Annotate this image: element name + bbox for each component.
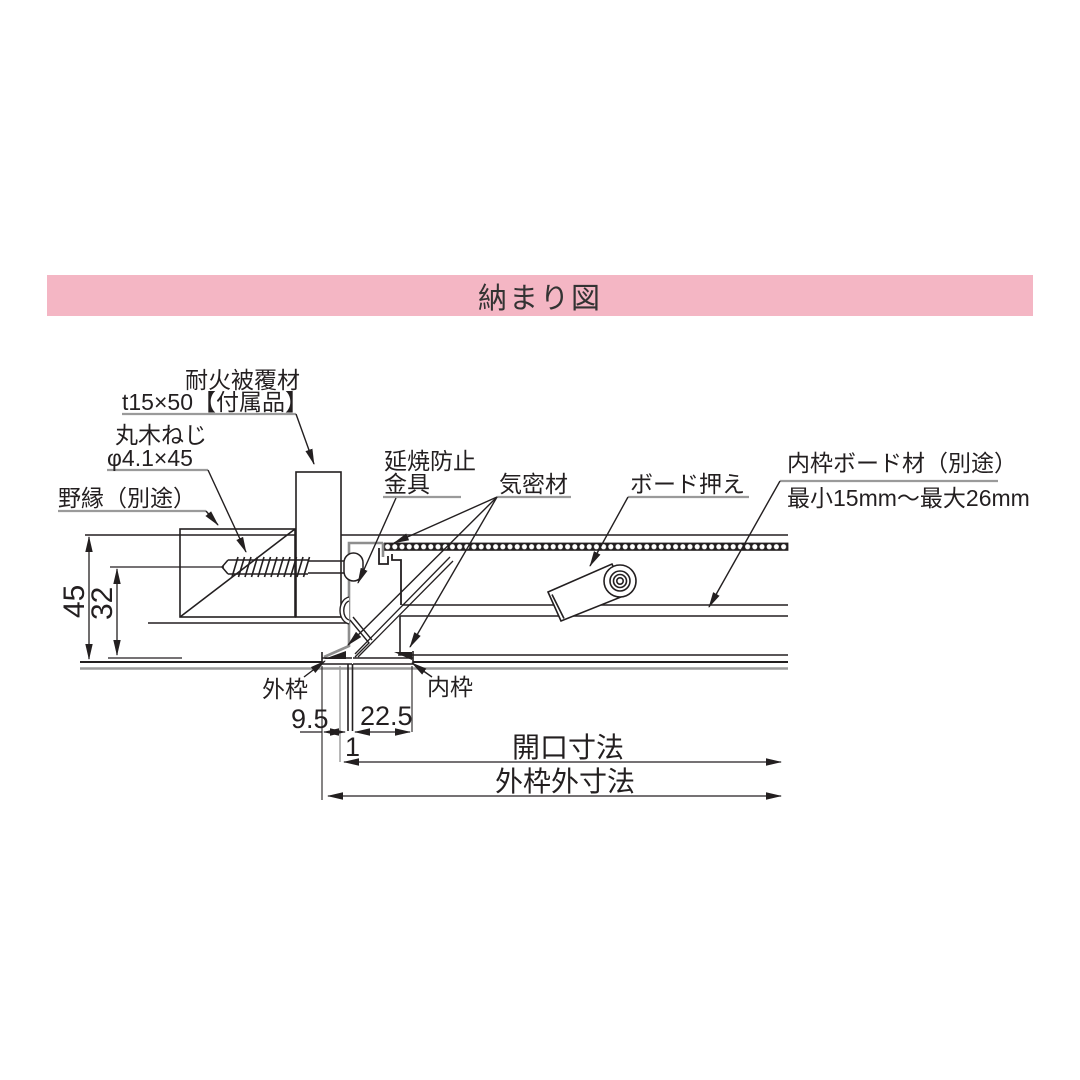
page-title: 納まり図 xyxy=(477,282,602,315)
label-joist: 野縁（別途） xyxy=(58,485,196,511)
label-underlines xyxy=(58,412,998,513)
dim-opening-label: 開口寸法 xyxy=(512,732,624,763)
label-board-holder: ボード押え xyxy=(630,471,745,497)
inner-frame-profile xyxy=(391,554,402,605)
label-outer-frame: 外枠 xyxy=(262,676,308,702)
dim-22-5: 22.5 xyxy=(360,701,413,731)
dim-outer-width-label: 外枠外寸法 xyxy=(495,766,635,797)
ceiling-structure xyxy=(80,534,788,663)
board-holder-clamp xyxy=(546,562,637,623)
dim-32: 32 xyxy=(86,587,119,620)
label-fireproof-line1: 耐火被覆材 xyxy=(185,367,300,393)
outer-frame-profile xyxy=(323,541,385,659)
label-firestop-line2: 金具 xyxy=(384,471,430,497)
spring-clip xyxy=(349,616,373,658)
label-inner-board-line1: 内枠ボード材（別途） xyxy=(787,450,1017,476)
label-fireproof-line2: t15×50【付属品】 xyxy=(122,389,308,415)
inner-frame-panel xyxy=(354,556,454,658)
dim-9-5: 9.5 xyxy=(291,704,329,734)
gasket-seal-left xyxy=(324,651,346,659)
label-screw-line2: φ4.1×45 xyxy=(107,445,193,471)
label-firestop-line1: 延焼防止 xyxy=(384,448,476,474)
gasket-bulge xyxy=(339,596,350,625)
gasket-seal-right xyxy=(394,652,412,660)
label-screw-line1: 丸木ねじ xyxy=(115,422,207,448)
label-inner-board-line2: 最小15mm〜最大26mm xyxy=(787,485,1030,511)
wood-screw xyxy=(221,552,364,582)
dimension-lines xyxy=(85,536,782,800)
dim-45: 45 xyxy=(58,585,91,618)
title-bar: 納まり図 xyxy=(47,275,1033,316)
extension-lines xyxy=(321,666,413,800)
fireproof-column xyxy=(295,471,342,618)
joist-block xyxy=(179,528,296,618)
leader-lines xyxy=(205,413,781,678)
dim-1: 1 xyxy=(345,732,360,762)
label-gasket: 気密材 xyxy=(499,471,568,497)
firestop-bracket xyxy=(378,548,389,565)
label-inner-frame: 内枠 xyxy=(427,674,473,700)
